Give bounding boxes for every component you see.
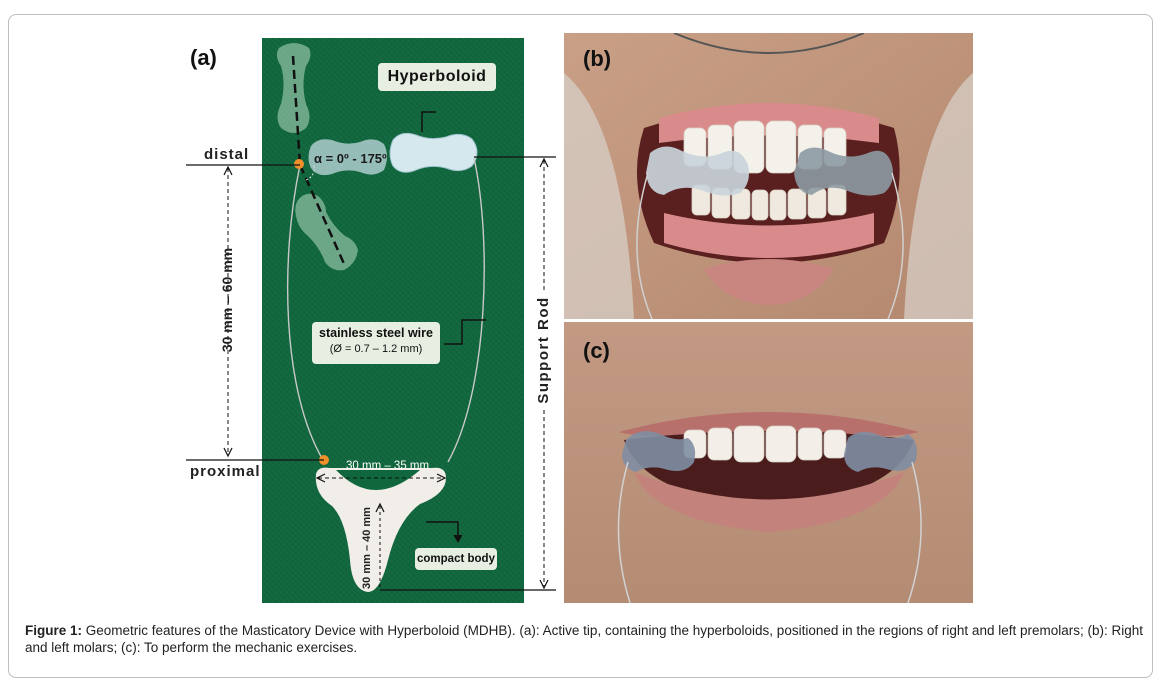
caption-lead: Figure 1: <box>25 623 83 638</box>
wire-label: stainless steel wire <box>319 326 433 340</box>
distal-label: distal <box>204 146 250 163</box>
panel-c-label: (c) <box>583 338 610 363</box>
photo-molars-illustration <box>564 33 973 319</box>
wire-diameter-label: (Ø = 0.7 – 1.2 mm) <box>329 343 423 355</box>
photo-exercise <box>564 322 973 603</box>
support-rod-label: Support Rod <box>535 296 552 404</box>
caption-text: Geometric features of the Masticatory De… <box>25 623 1144 655</box>
compact-body-label: compact body <box>415 548 497 570</box>
panel-b-label: (b) <box>583 46 612 71</box>
angle-label: α = 0º - 175º <box>314 151 387 166</box>
proximal-label: proximal <box>190 463 261 480</box>
wire-label-box: stainless steel wire (Ø = 0.7 – 1.2 mm) <box>312 322 440 364</box>
figure-caption: Figure 1: Geometric features of the Mast… <box>25 622 1145 656</box>
body-height-label: 30 mm – 40 mm <box>361 507 373 589</box>
length-label: 30 mm – 60 mm <box>219 247 235 353</box>
panel-a-label: (a) <box>190 45 217 70</box>
hyperboloid-label: Hyperboloid <box>378 63 496 91</box>
device-photo-panel <box>262 38 524 603</box>
width-label: 30 mm – 35 mm <box>346 460 430 472</box>
photo-molars <box>564 33 973 319</box>
photo-exercise-illustration <box>564 322 973 603</box>
